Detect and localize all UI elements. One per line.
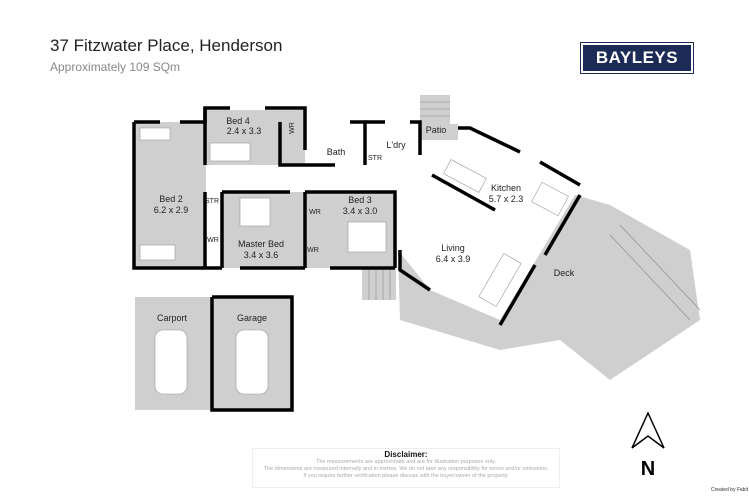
living-label: Living bbox=[441, 243, 465, 253]
bed3-wr-label: WR bbox=[309, 209, 321, 216]
bed4-label: Bed 4 bbox=[226, 116, 250, 126]
patio bbox=[420, 124, 458, 140]
disclaimer-line: The measurements are approximate and are… bbox=[316, 459, 496, 465]
bath-label: Bath bbox=[327, 147, 346, 157]
property-title: 37 Fitzwater Place, Henderson bbox=[50, 36, 283, 55]
property-area: Approximately 109 SQm bbox=[50, 60, 181, 74]
stair-treads bbox=[368, 101, 701, 321]
living-size: 6.4 x 3.9 bbox=[436, 254, 471, 264]
bed2-size: 6.2 x 2.9 bbox=[154, 205, 189, 215]
disclaimer-line: If you require further verification plea… bbox=[303, 473, 509, 479]
walls bbox=[132, 106, 582, 412]
patio-label: Patio bbox=[426, 125, 447, 135]
bed2-label: Bed 2 bbox=[159, 194, 183, 204]
disclaimer-title: Disclaimer: bbox=[384, 450, 428, 459]
garage-label: Garage bbox=[237, 313, 267, 323]
bed2 bbox=[134, 122, 206, 268]
disclaimer-line: The dimensions are measured internally a… bbox=[263, 466, 549, 472]
credit-text: Created by Fabit bbox=[711, 487, 748, 493]
laundry-label: L'dry bbox=[386, 140, 406, 150]
bed2-str-label: STR bbox=[205, 198, 219, 205]
north-label: N bbox=[641, 458, 655, 480]
bed2-wr-label: WR bbox=[207, 237, 219, 244]
kitchen-label: Kitchen bbox=[491, 183, 521, 193]
north-arrow-icon: N bbox=[631, 411, 665, 480]
front-stairs bbox=[362, 268, 396, 300]
master-wr-label: WR bbox=[307, 247, 319, 254]
furniture bbox=[139, 127, 569, 395]
bed4-size: 2.4 x 3.3 bbox=[227, 126, 262, 136]
laundry-str-label: STR bbox=[368, 155, 382, 162]
bed3-label: Bed 3 bbox=[348, 195, 372, 205]
carport-label: Carport bbox=[157, 313, 188, 323]
disclaimer-box: Disclaimer: The measurements are approxi… bbox=[252, 448, 560, 488]
deck-label: Deck bbox=[554, 268, 575, 278]
room-fills bbox=[134, 95, 700, 410]
room-labels: Bed 4 2.4 x 3.3 Bed 2 6.2 x 2.9 Master B… bbox=[154, 116, 575, 323]
kitchen-size: 5.7 x 2.3 bbox=[489, 194, 524, 204]
patio-stairs bbox=[420, 95, 450, 124]
deck bbox=[398, 195, 700, 380]
bed4-wr-label: WR bbox=[289, 122, 296, 134]
master-bed-size: 3.4 x 3.6 bbox=[244, 250, 279, 260]
master-bed-label: Master Bed bbox=[238, 239, 284, 249]
bayleys-logo: BAYLEYS bbox=[580, 42, 694, 74]
bed3-size: 3.4 x 3.0 bbox=[343, 206, 378, 216]
